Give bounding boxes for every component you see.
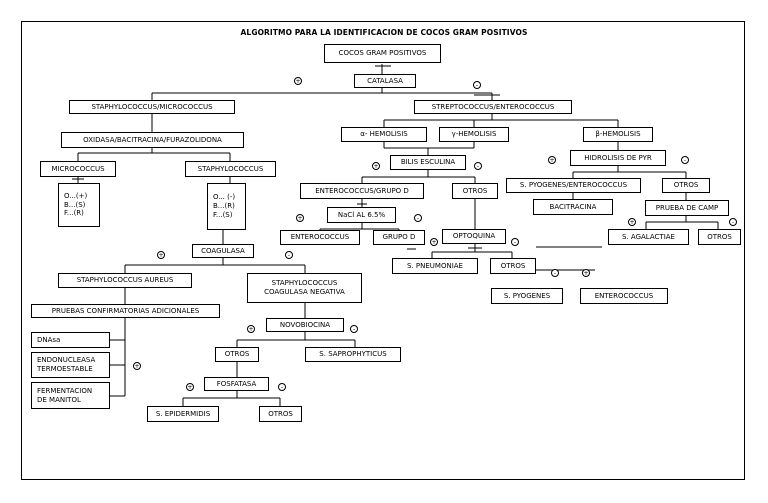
node-alpha-hemolisis: α- HEMOLISIS	[341, 127, 427, 142]
node-s-agalactiae: S. AGALACTIAE	[608, 229, 689, 245]
node-prueba-de-camp: PRUEBA DE CAMP	[645, 200, 729, 216]
negative-sign-icon: -	[474, 162, 482, 170]
node-hidrolisis-pyr: HIDROLISIS DE PYR	[570, 150, 666, 166]
node-s-epidermidis: S. EPIDERMIDIS	[147, 406, 219, 422]
node-enterococcus-final: ENTEROCOCCUS	[580, 288, 668, 304]
node-novobiocina: NOVOBIOCINA	[266, 318, 344, 332]
node-endonucleasa-termoestable: ENDONUCLEASA TERMOESTABLE	[31, 352, 110, 378]
negative-sign-icon: -	[414, 214, 422, 222]
positive-sign-icon: +	[296, 214, 304, 222]
negative-sign-icon: -	[681, 156, 689, 164]
positive-sign-icon: +	[157, 251, 165, 259]
node-fosfatasa: FOSFATASA	[204, 377, 269, 391]
node-dnasa: DNAsa	[31, 332, 110, 348]
node-enterococcus-grupo-d: ENTEROCOCCUS/GRUPO D	[300, 183, 424, 199]
negative-sign-icon: -	[350, 325, 358, 333]
positive-sign-icon: +	[372, 162, 380, 170]
node-gamma-hemolisis: γ-HEMOLISIS	[439, 127, 509, 142]
node-optoquina: OPTOQUINA	[442, 229, 506, 244]
diagram-title: ALGORITMO PARA LA IDENTIFICACION DE COCO…	[240, 28, 528, 37]
positive-sign-icon: +	[430, 238, 438, 246]
positive-sign-icon: +	[582, 269, 590, 277]
negative-sign-icon: -	[729, 218, 737, 226]
node-coagulasa: COAGULASA	[192, 244, 254, 258]
node-nacl: NaCl AL 6.5%	[327, 207, 396, 223]
node-staphylococcus-aureus: STAPHYLOCOCCUS AUREUS	[58, 273, 192, 288]
node-staphylococcus-coagulasa-negativa: STAPHYLOCOCCUS COAGULASA NEGATIVA	[247, 273, 362, 303]
negative-sign-icon: -	[473, 81, 481, 89]
node-staphylococcus-results: O... (-) B...(R) F...(S)	[207, 183, 246, 230]
negative-sign-icon: -	[551, 269, 559, 277]
positive-sign-icon: +	[294, 77, 302, 85]
node-streptococcus-enterococcus: STREPTOCOCCUS/ENTEROCOCCUS	[414, 100, 572, 114]
node-bilis-esculina: BILIS ESCULINA	[390, 155, 466, 170]
node-s-pyogenes: S. PYOGENES	[491, 288, 563, 304]
node-enterococcus-nacl: ENTEROCOCCUS	[280, 230, 360, 245]
negative-sign-icon: -	[511, 238, 519, 246]
node-s-saprophyticus: S. SAPROPHYTICUS	[305, 347, 401, 362]
node-staphylococcus-micrococcus: STAPHYLOCOCCUS/MICROCOCCUS	[69, 100, 235, 114]
node-cocos-gram-positivos: COCOS GRAM POSITIVOS	[324, 44, 441, 63]
node-otros-camp: OTROS	[698, 229, 741, 245]
node-catalasa: CATALASA	[354, 74, 416, 88]
negative-sign-icon: -	[278, 383, 286, 391]
node-pruebas-confirmatorias: PRUEBAS CONFIRMATORIAS ADICIONALES	[31, 304, 220, 318]
diagram-frame	[21, 21, 745, 480]
node-bacitracina: BACITRACINA	[533, 199, 613, 215]
positive-sign-icon: +	[628, 218, 636, 226]
node-otros-fosfatasa: OTROS	[259, 406, 302, 422]
positive-sign-icon: +	[186, 383, 194, 391]
node-fermentacion-manitol: FERMENTACION DE MANITOL	[31, 382, 110, 409]
positive-sign-icon: +	[247, 325, 255, 333]
positive-sign-icon: +	[133, 362, 141, 370]
node-otros-novobiocina: OTROS	[215, 347, 259, 362]
node-grupo-d: GRUPO D	[373, 230, 425, 245]
node-otros-bilis: OTROS	[452, 183, 498, 199]
positive-sign-icon: +	[548, 156, 556, 164]
node-s-pneumoniae: S. PNEUMONIAE	[392, 258, 478, 274]
node-otros-pyr: OTROS	[662, 178, 710, 193]
node-s-pyogenes-enterococcus: S. PYOGENES/ENTEROCOCCUS	[506, 178, 641, 193]
node-micrococcus: MICROCOCCUS	[40, 161, 116, 177]
node-beta-hemolisis: β-HEMOLISIS	[583, 127, 653, 142]
node-staphylococcus: STAPHYLOCOCCUS	[185, 161, 276, 177]
negative-sign-icon: -	[285, 251, 293, 259]
node-micrococcus-results: O...(+) B...(S) F...(R)	[58, 183, 100, 227]
node-otros-optoquina: OTROS	[490, 258, 536, 274]
node-oxidasa-bacitracina-furazolidona: OXIDASA/BACITRACINA/FURAZOLIDONA	[61, 132, 244, 148]
